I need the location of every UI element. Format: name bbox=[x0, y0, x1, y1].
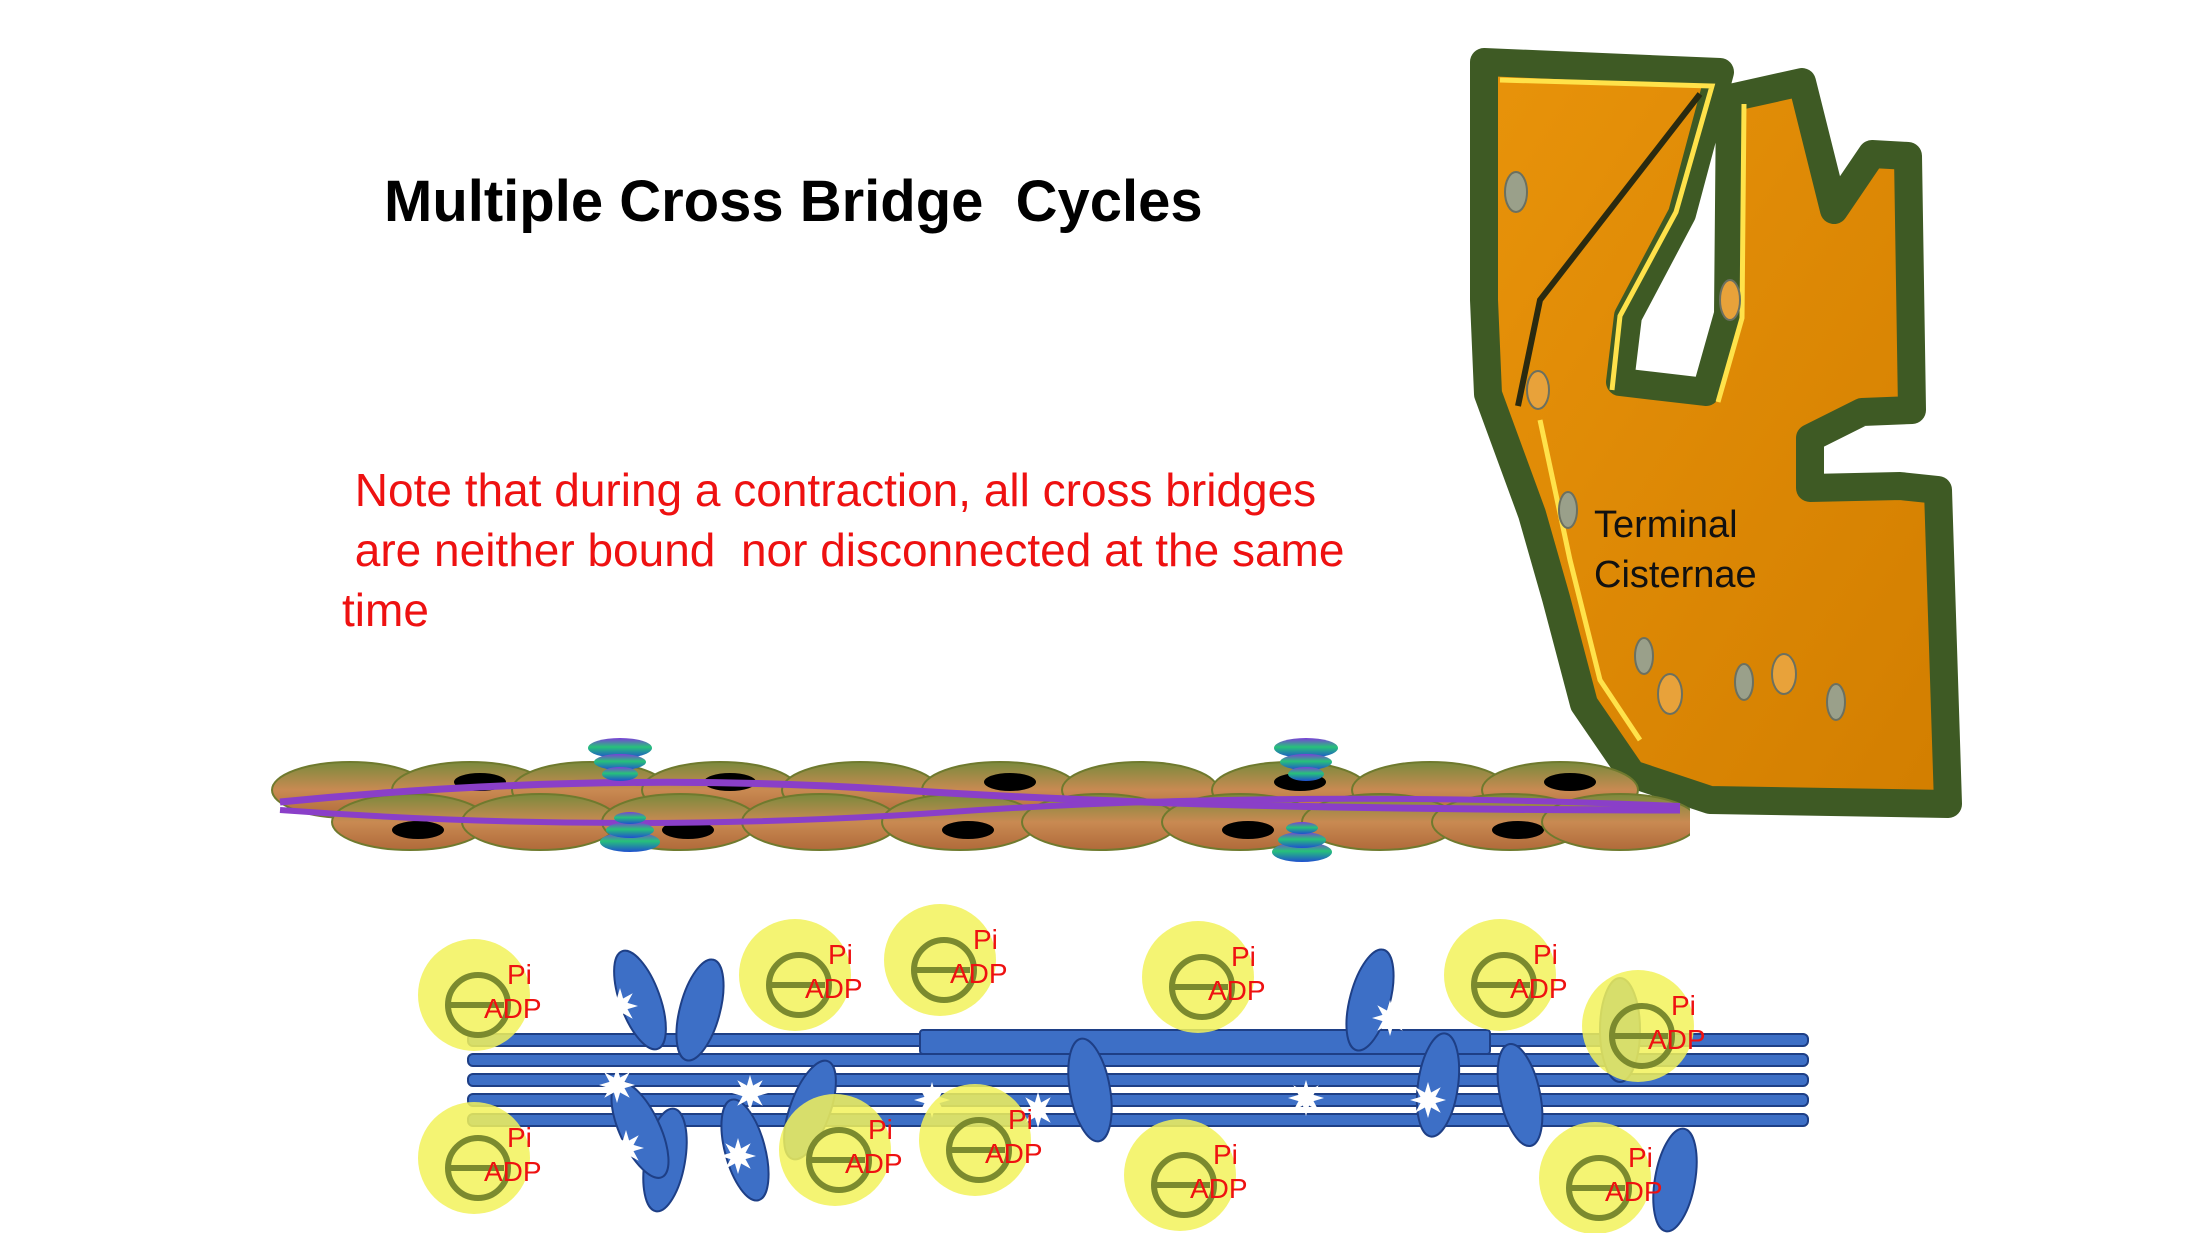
atp-spark-icon bbox=[602, 988, 638, 1024]
note-line-3: time bbox=[342, 584, 429, 636]
atp-spark-icon bbox=[608, 1130, 644, 1166]
binding-site bbox=[984, 773, 1036, 791]
adp-label: ADP bbox=[1648, 1024, 1706, 1055]
myosin-thick-filament: PiADPPiADPPiADPPiADPPiADPPiADPPiADPPiADP… bbox=[418, 904, 1809, 1233]
pi-label: Pi bbox=[868, 1114, 893, 1145]
myosin-lobe bbox=[1496, 1042, 1544, 1148]
adp-label: ADP bbox=[1510, 973, 1568, 1004]
myosin-heads: PiADPPiADPPiADPPiADPPiADPPiADPPiADPPiADP… bbox=[418, 904, 1706, 1233]
pi-label: Pi bbox=[973, 924, 998, 955]
adp-label: ADP bbox=[484, 993, 542, 1024]
pi-label: Pi bbox=[507, 959, 532, 990]
atp-spark-icons bbox=[599, 988, 1446, 1174]
adp-label: ADP bbox=[845, 1148, 903, 1179]
atp-spark-icon bbox=[1372, 1000, 1408, 1036]
pi-label: Pi bbox=[1213, 1139, 1238, 1170]
atp-spark-icon bbox=[1020, 1092, 1056, 1128]
atp-spark-icon bbox=[732, 1075, 768, 1111]
note-line-1: Note that during a contraction, all cros… bbox=[342, 464, 1317, 516]
adp-label: ADP bbox=[805, 973, 863, 1004]
pi-label: Pi bbox=[1628, 1142, 1653, 1173]
terminal-label-line-1: Terminal bbox=[1594, 504, 1738, 546]
binding-site bbox=[1544, 773, 1596, 791]
binding-site bbox=[1222, 821, 1274, 839]
atp-spark-icon bbox=[720, 1138, 756, 1174]
note-line-2: are neither bound nor disconnected at th… bbox=[342, 524, 1345, 576]
atp-spark-icon bbox=[599, 1067, 635, 1103]
adp-label: ADP bbox=[1208, 975, 1266, 1006]
vesicles bbox=[1504, 171, 1846, 721]
atp-spark-icon bbox=[1410, 1082, 1446, 1118]
note-text: Note that during a contraction, all cros… bbox=[342, 460, 1492, 640]
binding-site bbox=[392, 821, 444, 839]
pi-label: Pi bbox=[507, 1122, 532, 1153]
pi-label: Pi bbox=[1008, 1104, 1033, 1135]
pi-label: Pi bbox=[1533, 939, 1558, 970]
myosin-lobe bbox=[1652, 1127, 1698, 1233]
pi-label: Pi bbox=[1231, 941, 1256, 972]
pi-label: Pi bbox=[828, 939, 853, 970]
pi-label: Pi bbox=[1671, 990, 1696, 1021]
terminal-label-line-2: Cisternae bbox=[1594, 554, 1757, 596]
terminal-cisternae-label: Terminal Cisternae bbox=[1594, 500, 1757, 600]
myosin-lobe bbox=[675, 958, 725, 1062]
page-title: Multiple Cross Bridge Cycles bbox=[384, 169, 1203, 234]
adp-label: ADP bbox=[985, 1138, 1043, 1169]
terminal-cisternae bbox=[1470, 48, 1962, 818]
adp-label: ADP bbox=[950, 958, 1008, 989]
adp-label: ADP bbox=[1605, 1176, 1663, 1207]
adp-label: ADP bbox=[484, 1156, 542, 1187]
actin-filament bbox=[271, 738, 1690, 862]
binding-site bbox=[942, 821, 994, 839]
atp-spark-icon bbox=[1288, 1080, 1324, 1116]
troponin-complexes bbox=[588, 738, 1338, 862]
myosin-lobe bbox=[1067, 1037, 1113, 1143]
adp-label: ADP bbox=[1190, 1173, 1248, 1204]
binding-site bbox=[1492, 821, 1544, 839]
